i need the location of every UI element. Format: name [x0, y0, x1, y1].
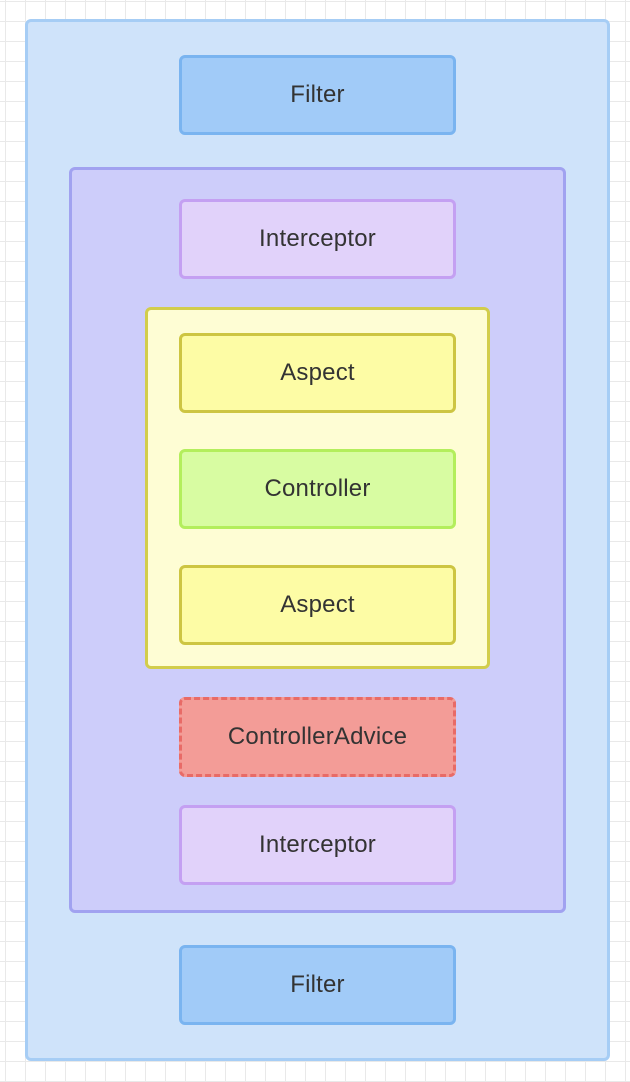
controller-label: Controller: [264, 475, 371, 502]
interceptor-top-label: Interceptor: [259, 225, 376, 252]
interceptor-bottom-label: Interceptor: [259, 831, 376, 858]
filter-top-box: Filter: [179, 55, 456, 135]
filter-bottom-label: Filter: [290, 971, 345, 998]
aspect-top-label: Aspect: [280, 359, 355, 386]
aspect-bottom-box: Aspect: [179, 565, 456, 645]
controller-advice-label: ControllerAdvice: [227, 723, 408, 750]
controller-box: Controller: [179, 449, 456, 529]
interceptor-top-box: Interceptor: [179, 199, 456, 279]
filter-top-label: Filter: [290, 81, 345, 108]
controller-advice-box: ControllerAdvice: [179, 697, 456, 777]
filter-bottom-box: Filter: [179, 945, 456, 1025]
interceptor-bottom-box: Interceptor: [179, 805, 456, 885]
aspect-top-box: Aspect: [179, 333, 456, 413]
aspect-bottom-label: Aspect: [280, 591, 355, 618]
